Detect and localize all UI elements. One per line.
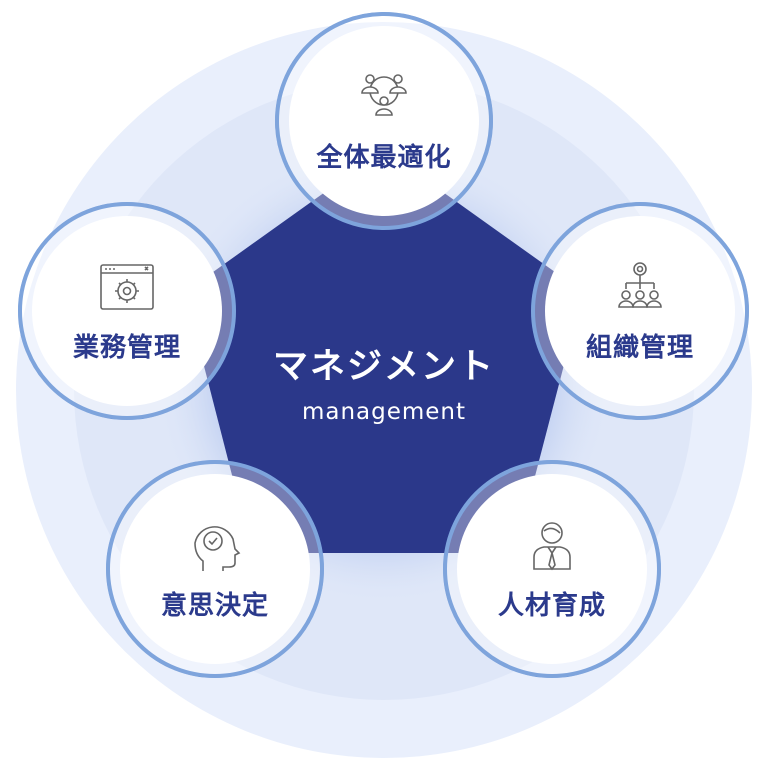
ring-right <box>531 202 749 420</box>
ring-bottom-left <box>106 460 324 678</box>
node-business-management[interactable]: 業務管理 <box>32 216 222 406</box>
center-label: マネジメント management <box>234 338 534 425</box>
node-label: 組織管理 <box>585 332 694 363</box>
browser-gear-icon <box>100 263 154 310</box>
node-label: 人材育成 <box>497 590 606 621</box>
center-subtitle: management <box>301 399 467 425</box>
center-pentagon <box>185 150 583 553</box>
node-label: 全体最適化 <box>316 142 452 173</box>
node-label: 意思決定 <box>160 590 269 621</box>
businessman-icon <box>533 521 571 570</box>
node-decision-making[interactable]: 意思決定 <box>120 474 310 664</box>
center-title: マネジメント <box>272 347 495 387</box>
ring-bottom-right <box>443 460 661 678</box>
people-network-icon <box>361 73 407 116</box>
node-organization-management[interactable]: 組織管理 <box>545 216 735 406</box>
ring-top <box>275 12 493 230</box>
node-talent-development[interactable]: 人材育成 <box>457 474 647 664</box>
node-overall-optimization[interactable]: 全体最適化 <box>289 26 479 216</box>
head-check-icon <box>194 525 241 571</box>
org-chart-gear-icon <box>618 261 662 308</box>
ring-left <box>18 202 236 420</box>
node-label: 業務管理 <box>72 332 181 363</box>
